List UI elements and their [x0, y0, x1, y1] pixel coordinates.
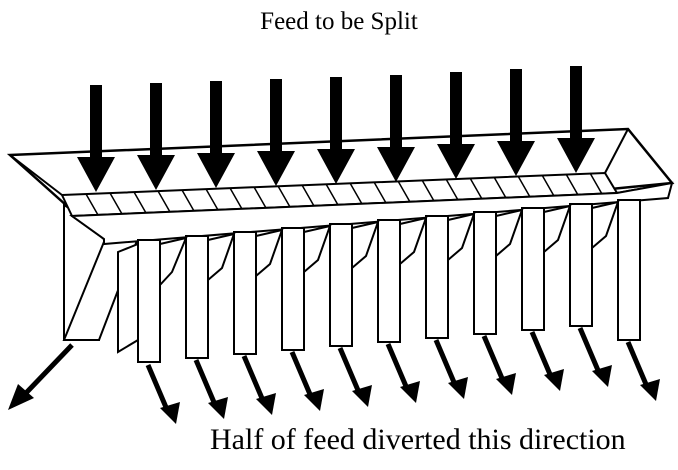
chute: [117, 242, 139, 354]
down-right-arrow-icon: [352, 385, 372, 407]
down-right-arrow-icon: [640, 379, 660, 401]
feed-arrows: [77, 66, 595, 192]
output-arrows: [145, 327, 660, 424]
chute: [303, 224, 332, 275]
feed-label: Feed to be Split: [260, 8, 418, 35]
down-arrow-icon: [257, 79, 295, 186]
down-right-arrow-icon: [208, 397, 228, 419]
chute: [473, 211, 497, 335]
down-right-arrow-icon: [592, 365, 612, 387]
chute: [281, 227, 305, 351]
down-right-arrow-icon: [256, 393, 276, 415]
chute: [591, 200, 620, 251]
chute: [377, 219, 401, 343]
chute: [425, 215, 449, 339]
riffle-dividers: [85, 172, 603, 216]
chute: [329, 223, 353, 347]
chute: [351, 220, 380, 271]
down-right-arrow-icon: [448, 377, 468, 399]
chute: [543, 204, 572, 255]
chute: [399, 216, 428, 267]
down-arrow-icon: [497, 69, 535, 176]
down-arrow-icon: [77, 85, 115, 192]
chute: [185, 235, 209, 359]
diverted-label: Half of feed diverted this direction: [210, 423, 626, 456]
chute: [617, 199, 641, 341]
back-chutes: [117, 200, 620, 354]
down-right-arrow-icon: [496, 373, 516, 395]
down-arrow-icon: [137, 83, 175, 190]
chute: [447, 212, 476, 263]
down-right-arrow-icon: [304, 389, 324, 411]
chute: [137, 239, 161, 363]
down-right-arrow-icon: [544, 369, 564, 391]
down-arrow-icon: [557, 66, 595, 173]
down-right-arrow-icon: [400, 381, 420, 403]
down-arrow-icon: [197, 81, 235, 188]
down-left-arrow-icon: [8, 384, 34, 410]
down-right-arrow-icon: [160, 402, 180, 424]
front-chutes: [137, 199, 641, 363]
chute: [495, 208, 524, 259]
chute: [521, 207, 545, 331]
chute: [255, 228, 284, 279]
down-arrow-icon: [377, 75, 415, 182]
down-arrow-icon: [317, 77, 355, 184]
chute: [569, 203, 593, 327]
left-output-arrow: [8, 343, 74, 410]
chute: [233, 231, 257, 355]
chute: [207, 232, 236, 283]
chute: [159, 236, 188, 288]
down-arrow-icon: [437, 72, 475, 179]
